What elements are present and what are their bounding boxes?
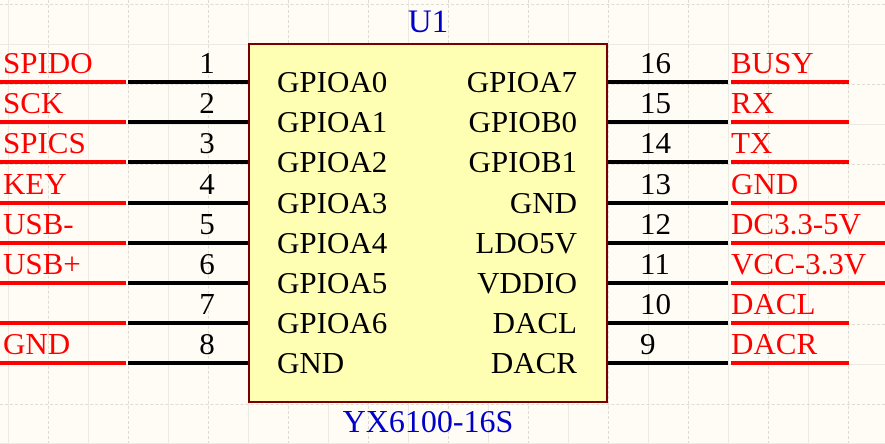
pin-number[interactable]: 10 [640,286,671,321]
net-wire[interactable] [731,361,849,365]
pin-number[interactable]: 16 [640,45,671,80]
pin-line[interactable] [608,361,728,365]
net-label[interactable]: DACL [731,286,816,321]
pin-name[interactable]: GPIOA3 [277,185,388,220]
pin-name[interactable]: GPIOA6 [277,305,388,340]
pin-number[interactable]: 1 [199,45,215,80]
grid-line [648,0,649,444]
grid-line [728,0,729,444]
net-wire[interactable] [731,160,849,164]
net-wire[interactable] [731,281,885,285]
net-wire[interactable] [0,120,126,124]
pin-line[interactable] [128,281,248,285]
pin-line[interactable] [128,160,248,164]
grid-line [168,0,169,444]
net-label[interactable]: RX [731,85,775,120]
grid-line [128,0,129,444]
pin-number[interactable]: 9 [640,326,656,361]
net-wire[interactable] [731,120,849,124]
grid-line [208,0,209,444]
net-label[interactable]: GND [3,326,71,361]
grid-line [0,404,885,405]
pin-name[interactable]: GPIOB0 [468,104,577,139]
pin-line[interactable] [608,120,728,124]
pin-name[interactable]: GPIOB1 [468,144,577,179]
pin-name[interactable]: GPIOA7 [466,64,577,99]
net-wire[interactable] [731,241,885,245]
net-wire[interactable] [0,80,126,84]
pin-name[interactable]: GPIOA4 [277,225,388,260]
net-wire[interactable] [731,321,849,325]
pin-number[interactable]: 5 [199,206,215,241]
pin-line[interactable] [128,120,248,124]
grid-line [848,0,849,444]
pin-number[interactable]: 7 [199,286,215,321]
pin-number[interactable]: 14 [640,125,671,160]
pin-name[interactable]: DACL [492,305,577,340]
component-designator[interactable]: U1 [407,4,449,40]
pin-line[interactable] [608,281,728,285]
net-label[interactable]: USB+ [3,246,81,281]
pin-number[interactable]: 15 [640,85,671,120]
pin-name[interactable]: DACR [490,345,577,380]
grid-line [48,0,49,444]
grid-line [88,0,89,444]
pin-number[interactable]: 2 [199,85,215,120]
pin-line[interactable] [128,361,248,365]
net-label[interactable]: KEY [3,166,67,201]
pin-name[interactable]: LDO5V [475,225,577,260]
net-label[interactable]: GND [731,166,799,201]
grid-line [808,0,809,444]
net-label[interactable]: SPICS [3,125,86,160]
grid-line [608,0,609,444]
grid-line [688,0,689,444]
pin-name[interactable]: GPIOA0 [277,64,388,99]
pin-number[interactable]: 12 [640,206,671,241]
pin-number[interactable]: 11 [640,246,670,281]
pin-name[interactable]: GND [509,185,577,220]
net-wire[interactable] [0,361,126,365]
pin-number[interactable]: 13 [640,166,671,201]
component-part-number[interactable]: YX6100-16S [342,403,514,439]
pin-name[interactable]: GPIOA1 [277,104,388,139]
pin-line[interactable] [128,321,248,325]
net-wire[interactable] [731,80,849,84]
pin-number[interactable]: 6 [199,246,215,281]
pin-name[interactable]: GPIOA2 [277,144,388,179]
grid-line [768,0,769,444]
pin-line[interactable] [608,160,728,164]
pin-name[interactable]: VDDIO [477,265,577,300]
net-wire[interactable] [0,241,126,245]
pin-number[interactable]: 8 [199,326,215,361]
net-label[interactable]: USB- [3,206,74,241]
net-label[interactable]: DACR [731,326,818,361]
net-wire[interactable] [0,321,126,325]
pin-line[interactable] [128,201,248,205]
pin-line[interactable] [608,241,728,245]
net-wire[interactable] [0,281,126,285]
pin-line[interactable] [608,321,728,325]
net-wire[interactable] [731,201,885,205]
pin-number[interactable]: 4 [199,166,215,201]
pin-line[interactable] [128,80,248,84]
pin-name[interactable]: GPIOA5 [277,265,388,300]
pin-line[interactable] [608,201,728,205]
net-label[interactable]: SPIDO [3,45,93,80]
pin-line[interactable] [608,80,728,84]
net-label[interactable]: BUSY [731,45,814,80]
pin-line[interactable] [128,241,248,245]
component-body[interactable] [248,43,608,403]
pin-number[interactable]: 3 [199,125,215,160]
net-wire[interactable] [0,160,126,164]
net-wire[interactable] [0,201,126,205]
net-label[interactable]: VCC-3.3V [731,246,867,281]
net-label[interactable]: TX [731,125,773,160]
net-label[interactable]: DC3.3-5V [731,206,862,241]
net-label[interactable]: SCK [3,85,64,120]
pin-name[interactable]: GND [277,345,345,380]
grid-line [8,0,9,444]
grid-line [0,4,885,5]
